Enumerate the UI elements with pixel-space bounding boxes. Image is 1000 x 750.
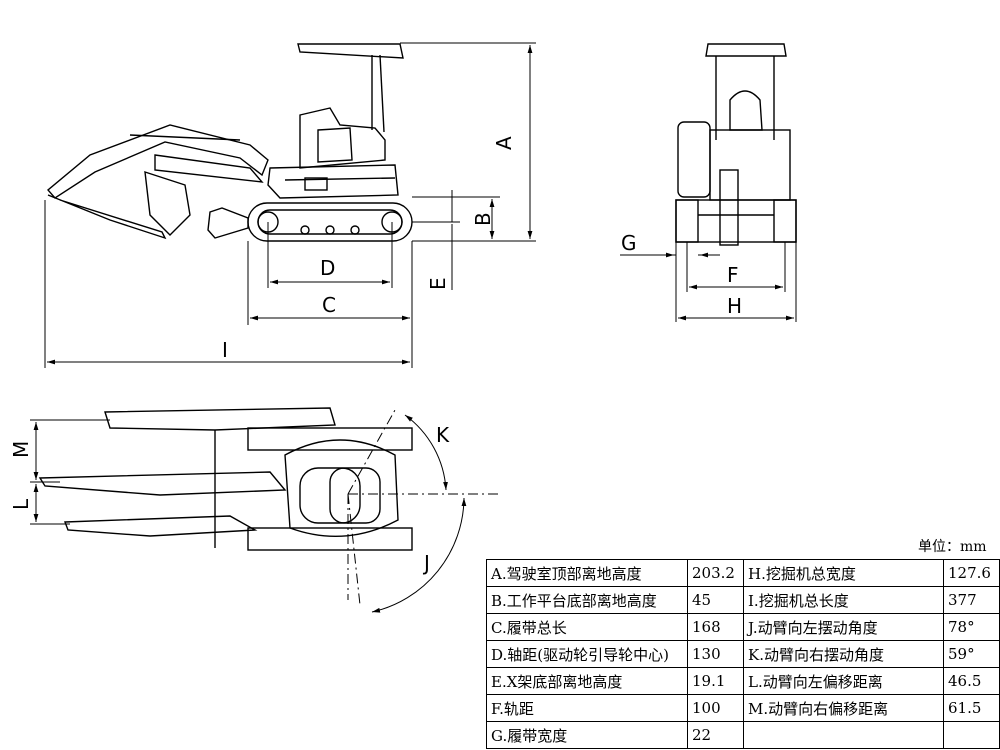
canopy-roof	[297, 43, 404, 59]
dim-k-arc	[404, 414, 448, 491]
dim-label-l: L	[9, 498, 33, 510]
top-boom-right-offset	[104, 407, 336, 431]
front-canopy-roof	[705, 43, 787, 57]
spec-left-value: 130	[687, 640, 744, 668]
spec-left-label: F.轨距	[486, 694, 688, 722]
spec-right-label: K.动臂向右摆动角度	[743, 640, 944, 668]
top-upper-body	[284, 439, 399, 537]
spec-right-value: 61.5	[943, 694, 1000, 722]
spec-left-label: G.履带宽度	[486, 721, 688, 749]
dozer-blade	[207, 207, 249, 239]
spec-right-label: L.动臂向左偏移距离	[743, 667, 944, 695]
spec-left-value: 19.1	[687, 667, 744, 695]
side-view-dimensions	[44, 42, 536, 368]
spec-right-label: H.挖掘机总宽度	[743, 559, 944, 587]
dim-label-g: G	[621, 231, 637, 255]
front-view	[675, 43, 797, 246]
spec-left-label: C.履带总长	[486, 613, 688, 641]
side-view	[47, 43, 413, 242]
spec-right-value: 377	[943, 586, 1000, 614]
dim-label-i: I	[222, 338, 228, 362]
front-left-track	[675, 199, 699, 243]
dim-j-arc	[371, 497, 467, 613]
spec-left-value: 22	[687, 721, 744, 749]
spec-right-value: 59°	[943, 640, 1000, 668]
dim-label-b: B	[471, 212, 495, 226]
bucket	[144, 170, 191, 236]
front-right-track	[773, 199, 797, 243]
spec-left-label: A.驾驶室顶部离地高度	[486, 559, 688, 587]
dim-label-d: D	[320, 256, 335, 280]
spec-right-value	[943, 721, 1000, 749]
dim-label-k: K	[436, 423, 450, 447]
spec-left-label: B.工作平台底部离地高度	[486, 586, 688, 614]
spec-right-label: J.动臂向左摆动角度	[743, 613, 944, 641]
spec-right-value: 127.6	[943, 559, 1000, 587]
upper-body	[267, 164, 399, 199]
spec-right-label	[743, 721, 944, 749]
spec-left-value: 100	[687, 694, 744, 722]
top-view-dimensions	[30, 409, 500, 613]
spec-left-value: 168	[687, 613, 744, 641]
unit-label: 单位：mm	[918, 539, 987, 555]
side-track	[247, 202, 413, 242]
top-view	[38, 407, 413, 551]
front-view-dimensions	[620, 242, 797, 322]
dim-label-a: A	[492, 136, 516, 150]
dim-label-f: F	[727, 263, 739, 287]
dim-label-h: H	[727, 294, 742, 318]
top-boom-center	[38, 471, 287, 496]
spec-left-value: 45	[687, 586, 744, 614]
spec-left-label: E.X架底部离地高度	[486, 667, 688, 695]
dim-label-e: E	[426, 277, 450, 290]
dim-label-j: J	[422, 551, 430, 575]
spec-right-label: I.挖掘机总长度	[743, 586, 944, 614]
spec-right-value: 78°	[943, 613, 1000, 641]
top-lower-track	[247, 527, 413, 551]
top-upper-track	[247, 427, 413, 451]
top-boom-left-offset	[64, 515, 258, 537]
spec-left-value: 203.2	[687, 559, 744, 587]
dim-label-c: C	[322, 293, 336, 317]
dim-label-m: M	[9, 441, 33, 458]
spec-left-label: D.轴距(驱动轮引导轮中心)	[486, 640, 688, 668]
spec-right-value: 46.5	[943, 667, 1000, 695]
spec-right-label: M.动臂向右偏移距离	[743, 694, 944, 722]
